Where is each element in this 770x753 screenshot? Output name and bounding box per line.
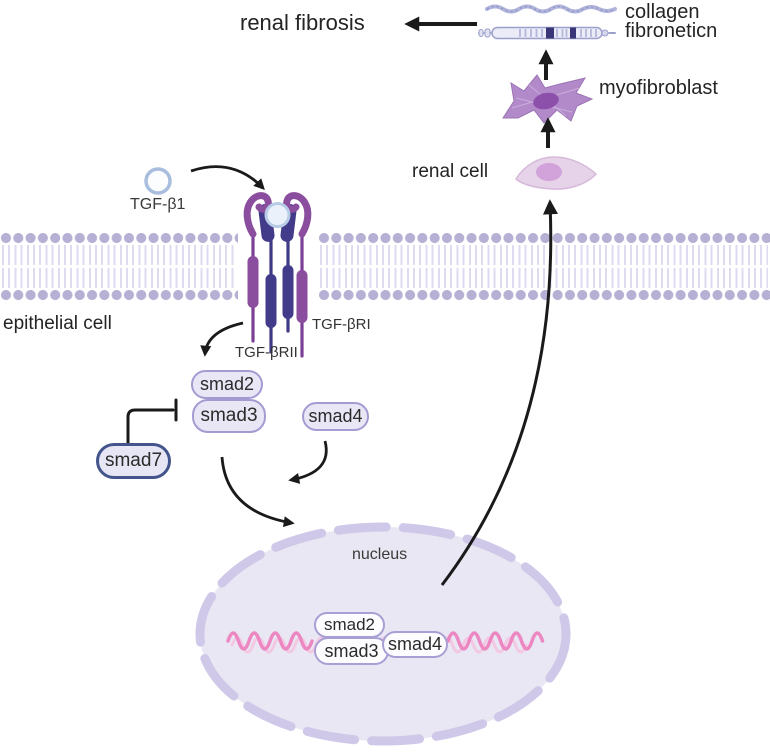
tgf-brii-capsule [282, 265, 294, 319]
renal-cell-shape [515, 156, 598, 190]
tgf-b1-ligand [144, 167, 172, 195]
receptor-hook-right [283, 192, 312, 238]
collagen-fiber [485, 4, 617, 14]
fibronectin-label: fibroneticn [625, 19, 718, 42]
collagen-label: collagen [625, 1, 700, 23]
nuclear-smad4-pill: smad4 [382, 631, 448, 658]
lipid-tails [2, 245, 236, 265]
nuclear-smad3-pill: smad3 [314, 637, 389, 665]
renal-cell-label: renal cell [412, 161, 489, 182]
tgf-brii-label: TGF-βRII [235, 344, 298, 361]
lipid-heads-row [0, 289, 238, 301]
bound-ligand [264, 202, 291, 228]
lipid-tails [320, 245, 768, 265]
myofibroblast-cell [502, 74, 594, 124]
arrows [126, 16, 558, 586]
inhibition-tbar-smad7 [126, 398, 178, 447]
arrow-nucleus-to-renalcell [440, 199, 558, 586]
renal-fibrosis-label: renal fibrosis [240, 10, 365, 35]
tgf-bri-label: TGF-βRI [312, 316, 371, 333]
receptor-complex [243, 192, 312, 358]
tgf-brii-capsule [265, 274, 277, 328]
lipid-tails [2, 268, 236, 288]
membrane-right-segment [318, 232, 770, 301]
membrane-left-segment [0, 232, 238, 301]
tgf-bri-capsule [296, 270, 308, 323]
myofibroblast-label: myofibroblast [599, 77, 718, 99]
arrow-smad4-join [288, 440, 328, 484]
arrow-smad-to-nucleus [220, 456, 295, 528]
tgf-b1-label: TGF-β1 [130, 196, 186, 213]
nucleus-shape [195, 522, 571, 746]
receptor-hook-left [243, 192, 272, 238]
arrow-tgfb1-to-receptor [190, 165, 265, 190]
lipid-heads-row [318, 232, 770, 244]
nuclear-smad2-pill: smad2 [314, 612, 385, 638]
arrow-receptor-to-smad [200, 321, 244, 357]
matrix-labels: collagen fibroneticn [625, 1, 718, 42]
fibronectin-strand [478, 26, 616, 40]
smad7-pill: smad7 [96, 443, 171, 479]
smad4-pill: smad4 [302, 402, 369, 431]
smad2-pill: smad2 [191, 370, 263, 399]
lipid-heads-row [318, 289, 770, 301]
lipid-tails [320, 268, 768, 288]
smad3-pill: smad3 [192, 399, 266, 433]
lipid-heads-row [0, 232, 238, 244]
epithelial-cell-label: epithelial cell [3, 313, 112, 334]
nucleus-label: nucleus [352, 546, 408, 563]
tgf-bri-capsule [247, 256, 259, 308]
